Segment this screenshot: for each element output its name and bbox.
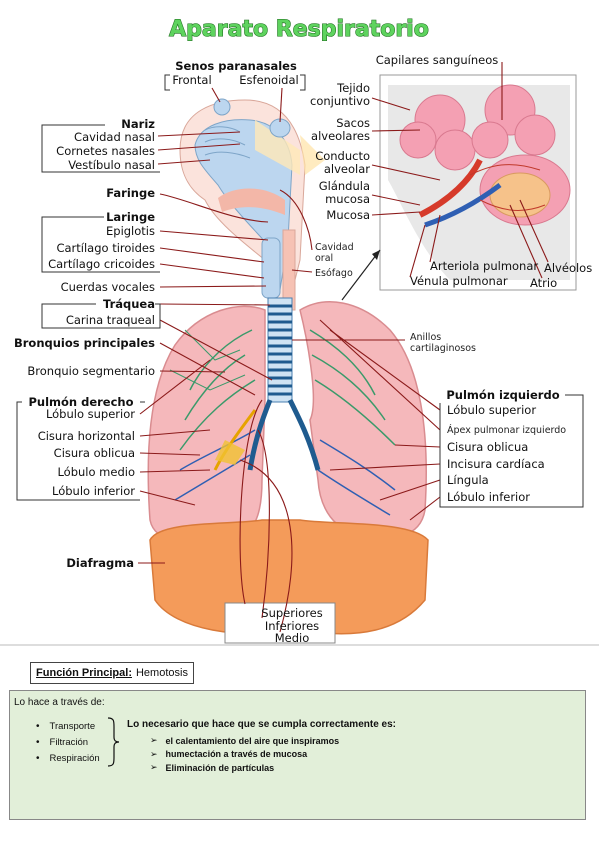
label-r-oblicua: Cisura oblicua	[54, 446, 135, 460]
nariz-bracket	[41, 124, 160, 173]
legend-superiores: Superiores	[261, 606, 322, 620]
label-l-oblicua: Cisura oblicua	[447, 440, 528, 454]
legend-medio: Medio	[275, 631, 310, 645]
notes-intro: Lo hace a través de:	[14, 697, 105, 708]
label-cricoides: Cartílago cricoides	[48, 257, 155, 271]
label-r-medio: Lóbulo medio	[57, 465, 135, 479]
label-derecho: Pulmón derecho	[28, 395, 133, 409]
label-alveolos: Alvéolos	[544, 261, 592, 275]
list-item: Respiración	[36, 750, 100, 766]
label-traquea: Tráquea	[103, 297, 155, 311]
label-conducto-2: alveolar	[324, 162, 370, 176]
label-esfenoidal: Esfenoidal	[239, 73, 298, 87]
label-senos: Senos paranasales	[175, 59, 297, 73]
list-item: el calentamiento del aire que inspiramos	[150, 734, 340, 748]
derecho-bracket	[16, 401, 145, 501]
senos-bracket	[164, 74, 306, 91]
izquierdo-bracket	[439, 394, 584, 508]
right-lung	[147, 305, 266, 544]
label-capilares: Capilares sanguíneos	[376, 53, 499, 67]
list-item: Transporte	[36, 718, 100, 734]
label-esofago: Esófago	[315, 268, 353, 279]
function-label: Función Principal:	[36, 667, 132, 679]
label-l-apex: Ápex pulmonar izquierdo	[447, 424, 566, 436]
label-segmentario: Bronquio segmentario	[27, 364, 155, 378]
notes-box: Lo hace a través de: Transporte Filtraci…	[9, 690, 586, 820]
label-anillos-1: Anillos	[410, 332, 441, 343]
label-conducto-1: Conducto	[315, 149, 370, 163]
function-box: Función Principal: Hemotosis	[30, 662, 194, 684]
traquea-bracket	[41, 303, 161, 329]
label-r-superior: Lóbulo superior	[46, 407, 135, 421]
inset-arrow-head	[372, 250, 380, 260]
label-glandula-2: mucosa	[325, 192, 370, 206]
label-cuerdas: Cuerdas vocales	[61, 280, 155, 294]
list-item: Filtración	[36, 734, 100, 750]
label-tejido-2: conjuntivo	[310, 94, 370, 108]
legend-inferiores: Inferiores	[265, 619, 319, 633]
label-epiglotis: Epiglotis	[106, 224, 155, 238]
label-sacos-2: alveolares	[311, 129, 370, 143]
alveoli-inset	[379, 74, 577, 291]
label-cavidad-oral-1: Cavidad	[315, 242, 354, 253]
label-venula: Vénula pulmonar	[410, 274, 508, 288]
requirements-list: el calentamiento del aire que inspiramos…	[150, 734, 340, 775]
label-sacos-1: Sacos	[336, 116, 370, 130]
label-r-inferior: Lóbulo inferior	[52, 484, 135, 498]
brace-icon	[107, 717, 120, 767]
label-carina: Carina traqueal	[66, 313, 155, 327]
requirements-title: Lo necesario que hace que se cumpla corr…	[127, 719, 396, 730]
methods-list: Transporte Filtración Respiración	[36, 718, 100, 766]
label-l-lingula: Língula	[447, 473, 489, 487]
function-value: Hemotosis	[135, 667, 188, 679]
label-mucosa: Mucosa	[326, 208, 370, 222]
label-nariz: Nariz	[121, 117, 155, 131]
respiratory-diagram: Aparato Respiratorio	[0, 16, 599, 646]
label-l-inferior: Lóbulo inferior	[447, 490, 530, 504]
label-l-superior: Lóbulo superior	[447, 403, 536, 417]
label-r-horizontal: Cisura horizontal	[38, 429, 135, 443]
head-illustration	[179, 98, 325, 311]
label-diafragma: Diafragma	[66, 556, 134, 570]
label-cornetes: Cornetes nasales	[56, 144, 155, 158]
leader-lines	[138, 62, 549, 633]
label-frontal: Frontal	[172, 73, 211, 87]
label-cavidad-nasal: Cavidad nasal	[74, 130, 155, 144]
trachea	[267, 297, 293, 403]
label-bronquios: Bronquios principales	[14, 336, 155, 350]
diaphragm-legend-box	[224, 602, 336, 644]
label-cavidad-oral-2: oral	[315, 253, 333, 264]
label-atrio: Atrio	[530, 276, 557, 290]
label-tejido-1: Tejido	[336, 81, 370, 95]
laringe-bracket	[41, 216, 160, 273]
label-arteriola: Arteriola pulmonar	[430, 259, 538, 273]
label-anillos-2: cartilaginosos	[410, 343, 476, 354]
list-item: humectación a través de mucosa	[150, 748, 339, 762]
label-l-incisura: Incisura cardíaca	[447, 457, 545, 471]
diagram-title: Aparato Respiratorio	[169, 17, 429, 42]
label-laringe: Laringe	[106, 210, 155, 224]
inset-arrow	[341, 249, 381, 301]
label-tiroides: Cartílago tiroides	[56, 241, 155, 255]
label-faringe: Faringe	[106, 186, 155, 200]
list-item: Eliminación de partículas	[150, 761, 339, 775]
label-izquierdo: Pulmón izquierdo	[446, 388, 559, 402]
label-glandula-1: Glándula	[319, 179, 370, 193]
left-lung	[299, 301, 427, 539]
label-vestibulo: Vestíbulo nasal	[68, 158, 155, 172]
